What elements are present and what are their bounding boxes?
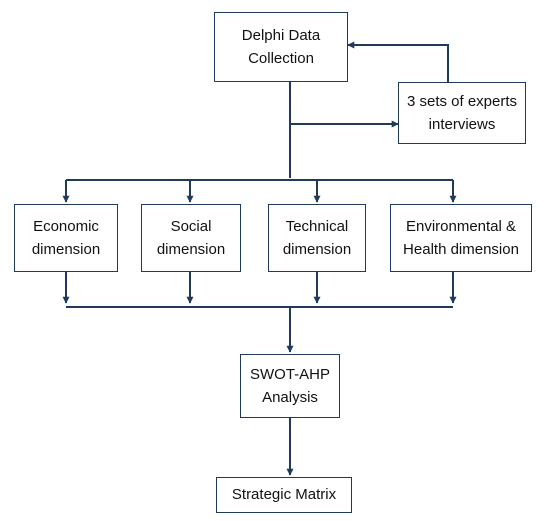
node-delphi-data-collection: Delphi Data Collection [214, 12, 348, 82]
node-strategic-matrix: Strategic Matrix [216, 477, 352, 513]
node-economic-dimension: Economic dimension [14, 204, 118, 272]
node-label-line: Technical [285, 217, 349, 235]
node-social-dimension: Social dimension [141, 204, 241, 272]
node-label-line: Economic [33, 217, 99, 235]
node-label-line: SWOT-AHP [249, 365, 330, 383]
node-label-line: 3 sets of experts [406, 92, 518, 110]
node-label-line: dimension [31, 241, 101, 258]
node-label-line: Social [170, 217, 212, 235]
node-label-line: interviews [428, 116, 496, 133]
node-label-line: Health dimension [403, 241, 519, 258]
node-experts-interviews: 3 sets of experts interviews [398, 82, 526, 144]
node-label-line: Delphi Data [241, 26, 321, 44]
edge-experts-to-delphi [347, 41, 449, 82]
node-label-line: Environmental & [405, 217, 517, 235]
node-technical-dimension: Technical dimension [268, 204, 366, 272]
node-label-line: Strategic Matrix [231, 486, 337, 504]
node-label-line: dimension [156, 241, 226, 258]
node-label-line: dimension [282, 241, 352, 258]
node-environmental-health-dimension: Environmental & Health dimension [390, 204, 532, 272]
node-label-line: Collection [248, 50, 314, 67]
node-label-line: Analysis [262, 389, 318, 406]
node-swot-ahp-analysis: SWOT-AHP Analysis [240, 354, 340, 418]
